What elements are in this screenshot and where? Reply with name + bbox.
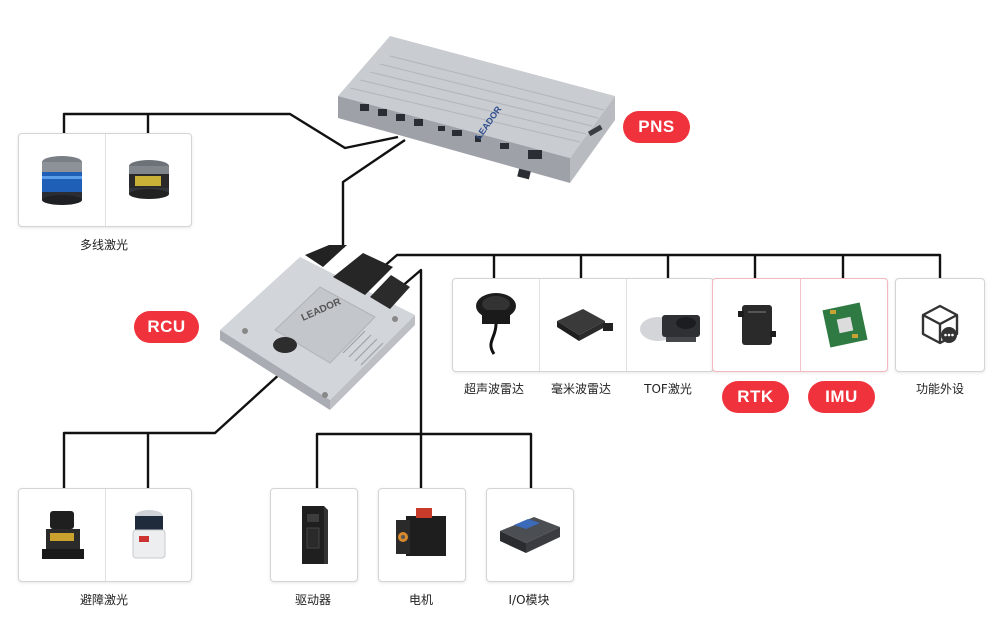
mmwave-radar-icon	[556, 309, 613, 341]
tof-cell	[626, 279, 714, 371]
peripheral-label: 功能外设	[915, 382, 965, 396]
motor-label: 电机	[408, 593, 434, 607]
obstacle-lidar-label: 避障激光	[79, 593, 129, 607]
mmwave-label: 毫米波雷达	[550, 382, 612, 396]
peripheral-box	[895, 278, 985, 372]
motor-cell	[379, 489, 465, 581]
lidar-yellow-cell	[105, 134, 192, 226]
rtk-badge: RTK	[722, 381, 789, 413]
servo-driver-icon	[302, 506, 328, 564]
rcu-badge: RCU	[134, 311, 199, 343]
wire-rcu-obstacle	[62, 371, 283, 488]
multi-lidar-box	[18, 133, 192, 227]
sensor-row-box	[452, 278, 714, 372]
io-label: I/O模块	[508, 593, 550, 607]
peripheral-cell	[896, 279, 984, 371]
servo-motor-icon	[396, 508, 446, 556]
io-box	[486, 488, 574, 582]
rtk-imu-box	[712, 278, 888, 372]
wire-lidar-pns	[62, 112, 399, 150]
multi-lidar-label: 多线激光	[79, 238, 129, 252]
safety-scanner-black-cell	[19, 489, 105, 581]
motor-box	[378, 488, 466, 582]
safety-scanner-white-cell	[105, 489, 192, 581]
imu-badge: IMU	[808, 381, 875, 413]
ultrasonic-label: 超声波雷达	[463, 382, 525, 396]
rtk-cell	[713, 279, 800, 371]
lidar-blue-cell	[19, 134, 105, 226]
io-module-icon	[500, 517, 560, 553]
wire-pns-rcu	[341, 139, 406, 248]
rtk-module-icon	[737, 305, 776, 345]
imu-board-icon	[821, 302, 868, 348]
safety-scanner-black-icon	[42, 511, 84, 559]
safety-scanner-white-icon	[132, 510, 166, 559]
lidar-yellow-icon	[129, 160, 169, 199]
tof-lidar-icon	[639, 315, 700, 342]
tof-label: TOF激光	[644, 382, 692, 396]
pns-badge: PNS	[623, 111, 690, 143]
cube-peripheral-icon	[921, 304, 959, 345]
rcu-unit: LEADOR	[215, 245, 415, 410]
mmwave-cell	[539, 279, 627, 371]
pns-unit: LEADOR	[330, 18, 615, 198]
imu-cell	[800, 279, 888, 371]
driver-cell	[271, 489, 357, 581]
lidar-blue-icon	[42, 156, 82, 205]
driver-label: 驱动器	[294, 593, 332, 607]
ultrasonic-cell	[453, 279, 539, 371]
io-cell	[487, 489, 573, 581]
obstacle-lidar-box	[18, 488, 192, 582]
ultrasonic-sensor-icon	[476, 293, 516, 355]
driver-box	[270, 488, 358, 582]
